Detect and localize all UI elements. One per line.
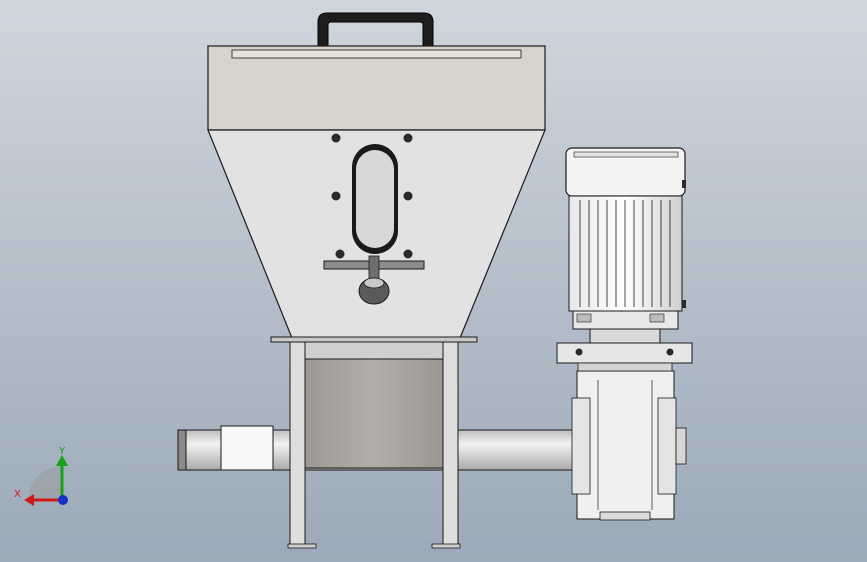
- frame-leg-left: [289, 341, 306, 548]
- hopper-top-box: [207, 45, 546, 131]
- support-frame: [287, 341, 461, 549]
- y-axis-label: Y: [58, 446, 66, 457]
- electric-motor: [565, 147, 686, 330]
- gearbox: [571, 370, 687, 521]
- hopper-handle: [317, 12, 434, 47]
- bolt: [403, 249, 413, 259]
- frame-leg-right: [442, 341, 459, 548]
- bolt: [403, 191, 413, 201]
- x-axis-arrow: [24, 494, 34, 506]
- bolt: [331, 133, 341, 143]
- coordinate-triad: Y X: [14, 446, 68, 506]
- bolt: [335, 249, 345, 259]
- bolt: [403, 133, 413, 143]
- slide-gate: [323, 255, 425, 305]
- hopper-flange: [270, 336, 478, 343]
- x-axis-label: X: [14, 489, 21, 500]
- z-axis-dot: [58, 495, 68, 505]
- bolt: [331, 191, 341, 201]
- motor-flange: [556, 328, 693, 372]
- bolts: [331, 133, 413, 259]
- motor-fins: [568, 195, 683, 312]
- sight-glass-window: [352, 144, 398, 254]
- y-axis-arrow: [56, 455, 68, 466]
